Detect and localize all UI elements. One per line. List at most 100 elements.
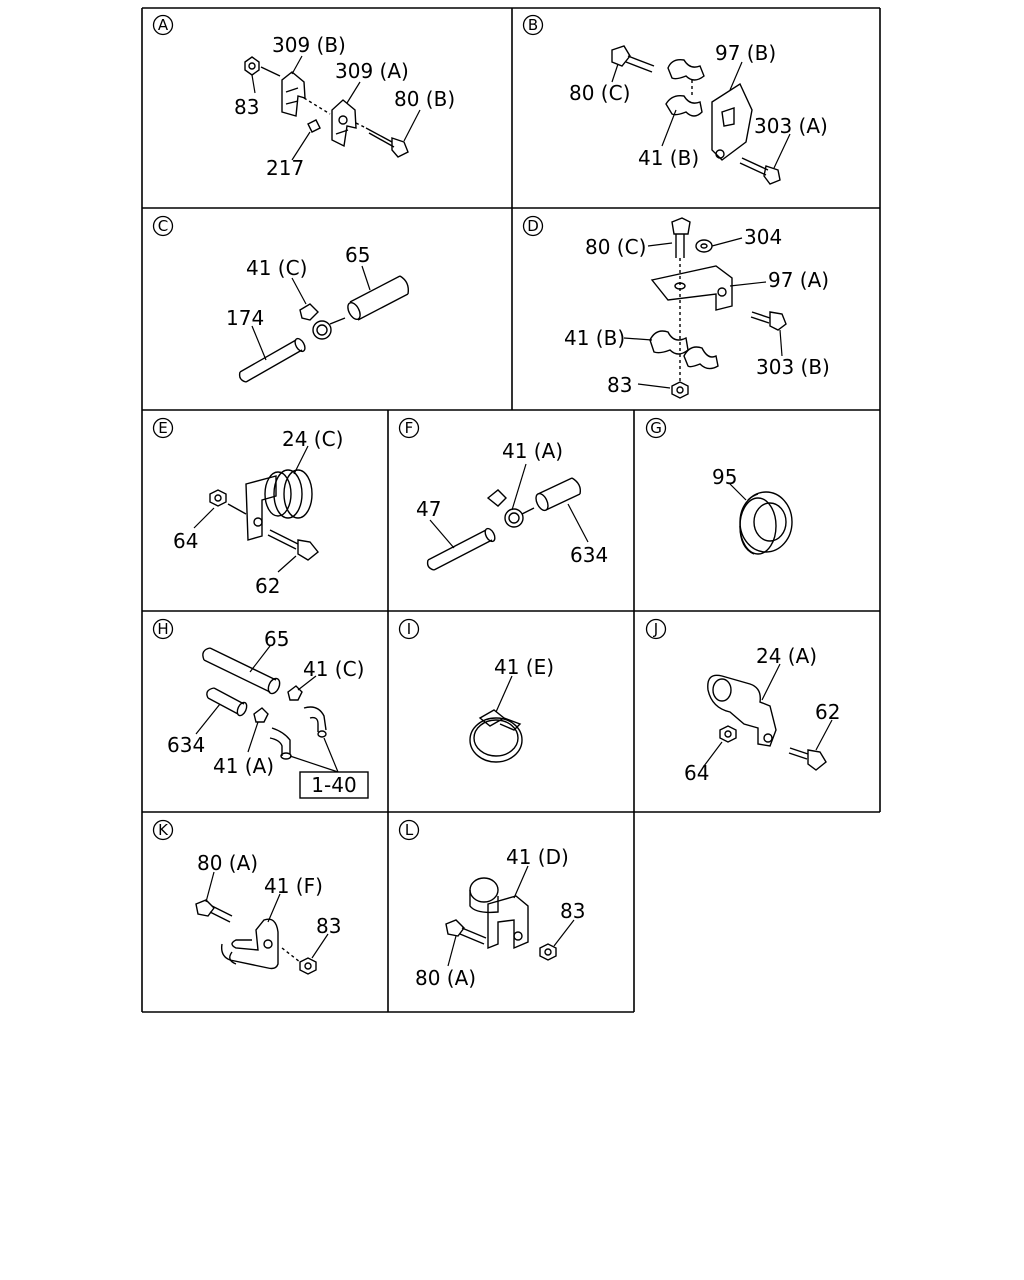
label-41a: 41 (A): [502, 439, 563, 463]
label-304: 304: [744, 225, 782, 249]
panel-i-letter: I: [398, 618, 420, 640]
panel-d-letter: D: [522, 215, 544, 237]
panel-a-leaders: [251, 55, 421, 161]
svg-text:E: E: [158, 419, 167, 437]
svg-text:H: H: [157, 620, 168, 638]
svg-text:1-40: 1-40: [311, 773, 356, 797]
svg-text:G: G: [650, 419, 662, 437]
label-80c-d: 80 (C): [585, 235, 646, 259]
label-174: 174: [226, 306, 264, 330]
panel-k-parts: [195, 899, 317, 975]
label-24a: 24 (A): [756, 644, 817, 668]
panel-j-leaders: [703, 663, 833, 767]
panel-l-letter: L: [398, 819, 420, 841]
panel-i-leaders: [495, 675, 513, 713]
panel-g-parts: [739, 491, 793, 555]
label-97a: 97 (A): [768, 268, 829, 292]
label-303b: 303 (B): [756, 355, 830, 379]
panel-a-letter: A: [152, 14, 174, 36]
label-83: 83: [234, 95, 259, 119]
panel-c: C 65 41 (C) 174: [152, 215, 410, 383]
reference-box: 1-40: [299, 771, 369, 799]
panel-a-parts: [244, 56, 409, 158]
panel-d: D: [522, 215, 830, 399]
panel-j: J 24 (A) 62 64: [645, 618, 840, 785]
svg-text:B: B: [528, 16, 538, 34]
panel-b: B 97 (B) 80 (C) 303 (A): [522, 14, 828, 185]
panel-h-letter: H: [152, 618, 174, 640]
label-95: 95: [712, 465, 737, 489]
panel-f-parts: [426, 477, 582, 571]
label-41e: 41 (E): [494, 655, 554, 679]
panel-l-parts: [445, 877, 557, 961]
panel-k-leaders: [205, 871, 329, 959]
panel-c-leaders: [251, 265, 371, 361]
panel-f: F 41 (A) 47 634: [398, 417, 608, 571]
panel-c-parts: [238, 275, 410, 383]
panel-e-parts: [209, 469, 319, 561]
svg-text:C: C: [158, 217, 168, 235]
panel-l: L 41 (D) 83 80 (A): [398, 819, 585, 990]
panel-b-parts: [611, 45, 781, 185]
label-62-j: 62: [815, 700, 840, 724]
panel-b-letter: B: [522, 14, 544, 36]
panel-b-leaders: [611, 61, 791, 169]
panel-e-leaders: [193, 445, 309, 573]
label-41d: 41 (D): [506, 845, 569, 869]
label-634-h: 634: [167, 733, 205, 757]
svg-text:J: J: [653, 620, 658, 638]
panel-e-letter: E: [152, 417, 174, 439]
panel-k: K 80 (A) 41 (F) 83: [152, 819, 341, 975]
svg-text:L: L: [405, 821, 414, 839]
svg-text:D: D: [527, 217, 539, 235]
label-309a: 309 (A): [335, 59, 409, 83]
panel-c-letter: C: [152, 215, 174, 237]
label-24c: 24 (C): [282, 427, 343, 451]
panel-h: H 65 41 (C): [152, 618, 369, 799]
label-80c: 80 (C): [569, 81, 630, 105]
panel-i-parts: [469, 709, 523, 763]
label-41a-h: 41 (A): [213, 754, 274, 778]
label-303a: 303 (A): [754, 114, 828, 138]
label-83-d: 83: [607, 373, 632, 397]
svg-text:A: A: [158, 16, 169, 34]
panel-j-parts: [707, 674, 827, 771]
panel-g-letter: G: [645, 417, 667, 439]
label-83-l: 83: [560, 899, 585, 923]
label-41b: 41 (B): [638, 146, 699, 170]
label-41f: 41 (F): [264, 874, 323, 898]
label-47: 47: [416, 497, 441, 521]
panel-g-leaders: [729, 483, 747, 501]
panel-h-parts: [202, 647, 327, 760]
panel-d-parts: [649, 217, 787, 399]
panel-i: I 41 (E): [398, 618, 554, 763]
svg-text:I: I: [407, 620, 411, 638]
label-41c: 41 (C): [246, 256, 307, 280]
label-309b: 309 (B): [272, 33, 346, 57]
grid-frame: [141, 7, 881, 1013]
label-65-h: 65: [264, 627, 289, 651]
label-65: 65: [345, 243, 370, 267]
label-97b: 97 (B): [715, 41, 776, 65]
panel-f-leaders: [429, 463, 589, 549]
panel-j-letter: J: [645, 618, 667, 640]
label-634: 634: [570, 543, 608, 567]
label-217: 217: [266, 156, 304, 180]
svg-text:F: F: [405, 419, 414, 437]
panel-k-letter: K: [152, 819, 174, 841]
label-41b-d: 41 (B): [564, 326, 625, 350]
label-80a: 80 (A): [197, 851, 258, 875]
label-83-k: 83: [316, 914, 341, 938]
label-80a-l: 80 (A): [415, 966, 476, 990]
panel-h-leaders: [195, 645, 339, 773]
label-62: 62: [255, 574, 280, 598]
label-64-j: 64: [684, 761, 709, 785]
panel-a: A: [152, 14, 455, 180]
panel-e: E 24 (C) 64 62: [152, 417, 343, 598]
svg-text:K: K: [158, 821, 169, 839]
label-64: 64: [173, 529, 198, 553]
label-80b: 80 (B): [394, 87, 455, 111]
panel-l-leaders: [447, 865, 575, 967]
panel-d-leaders: [623, 237, 783, 389]
